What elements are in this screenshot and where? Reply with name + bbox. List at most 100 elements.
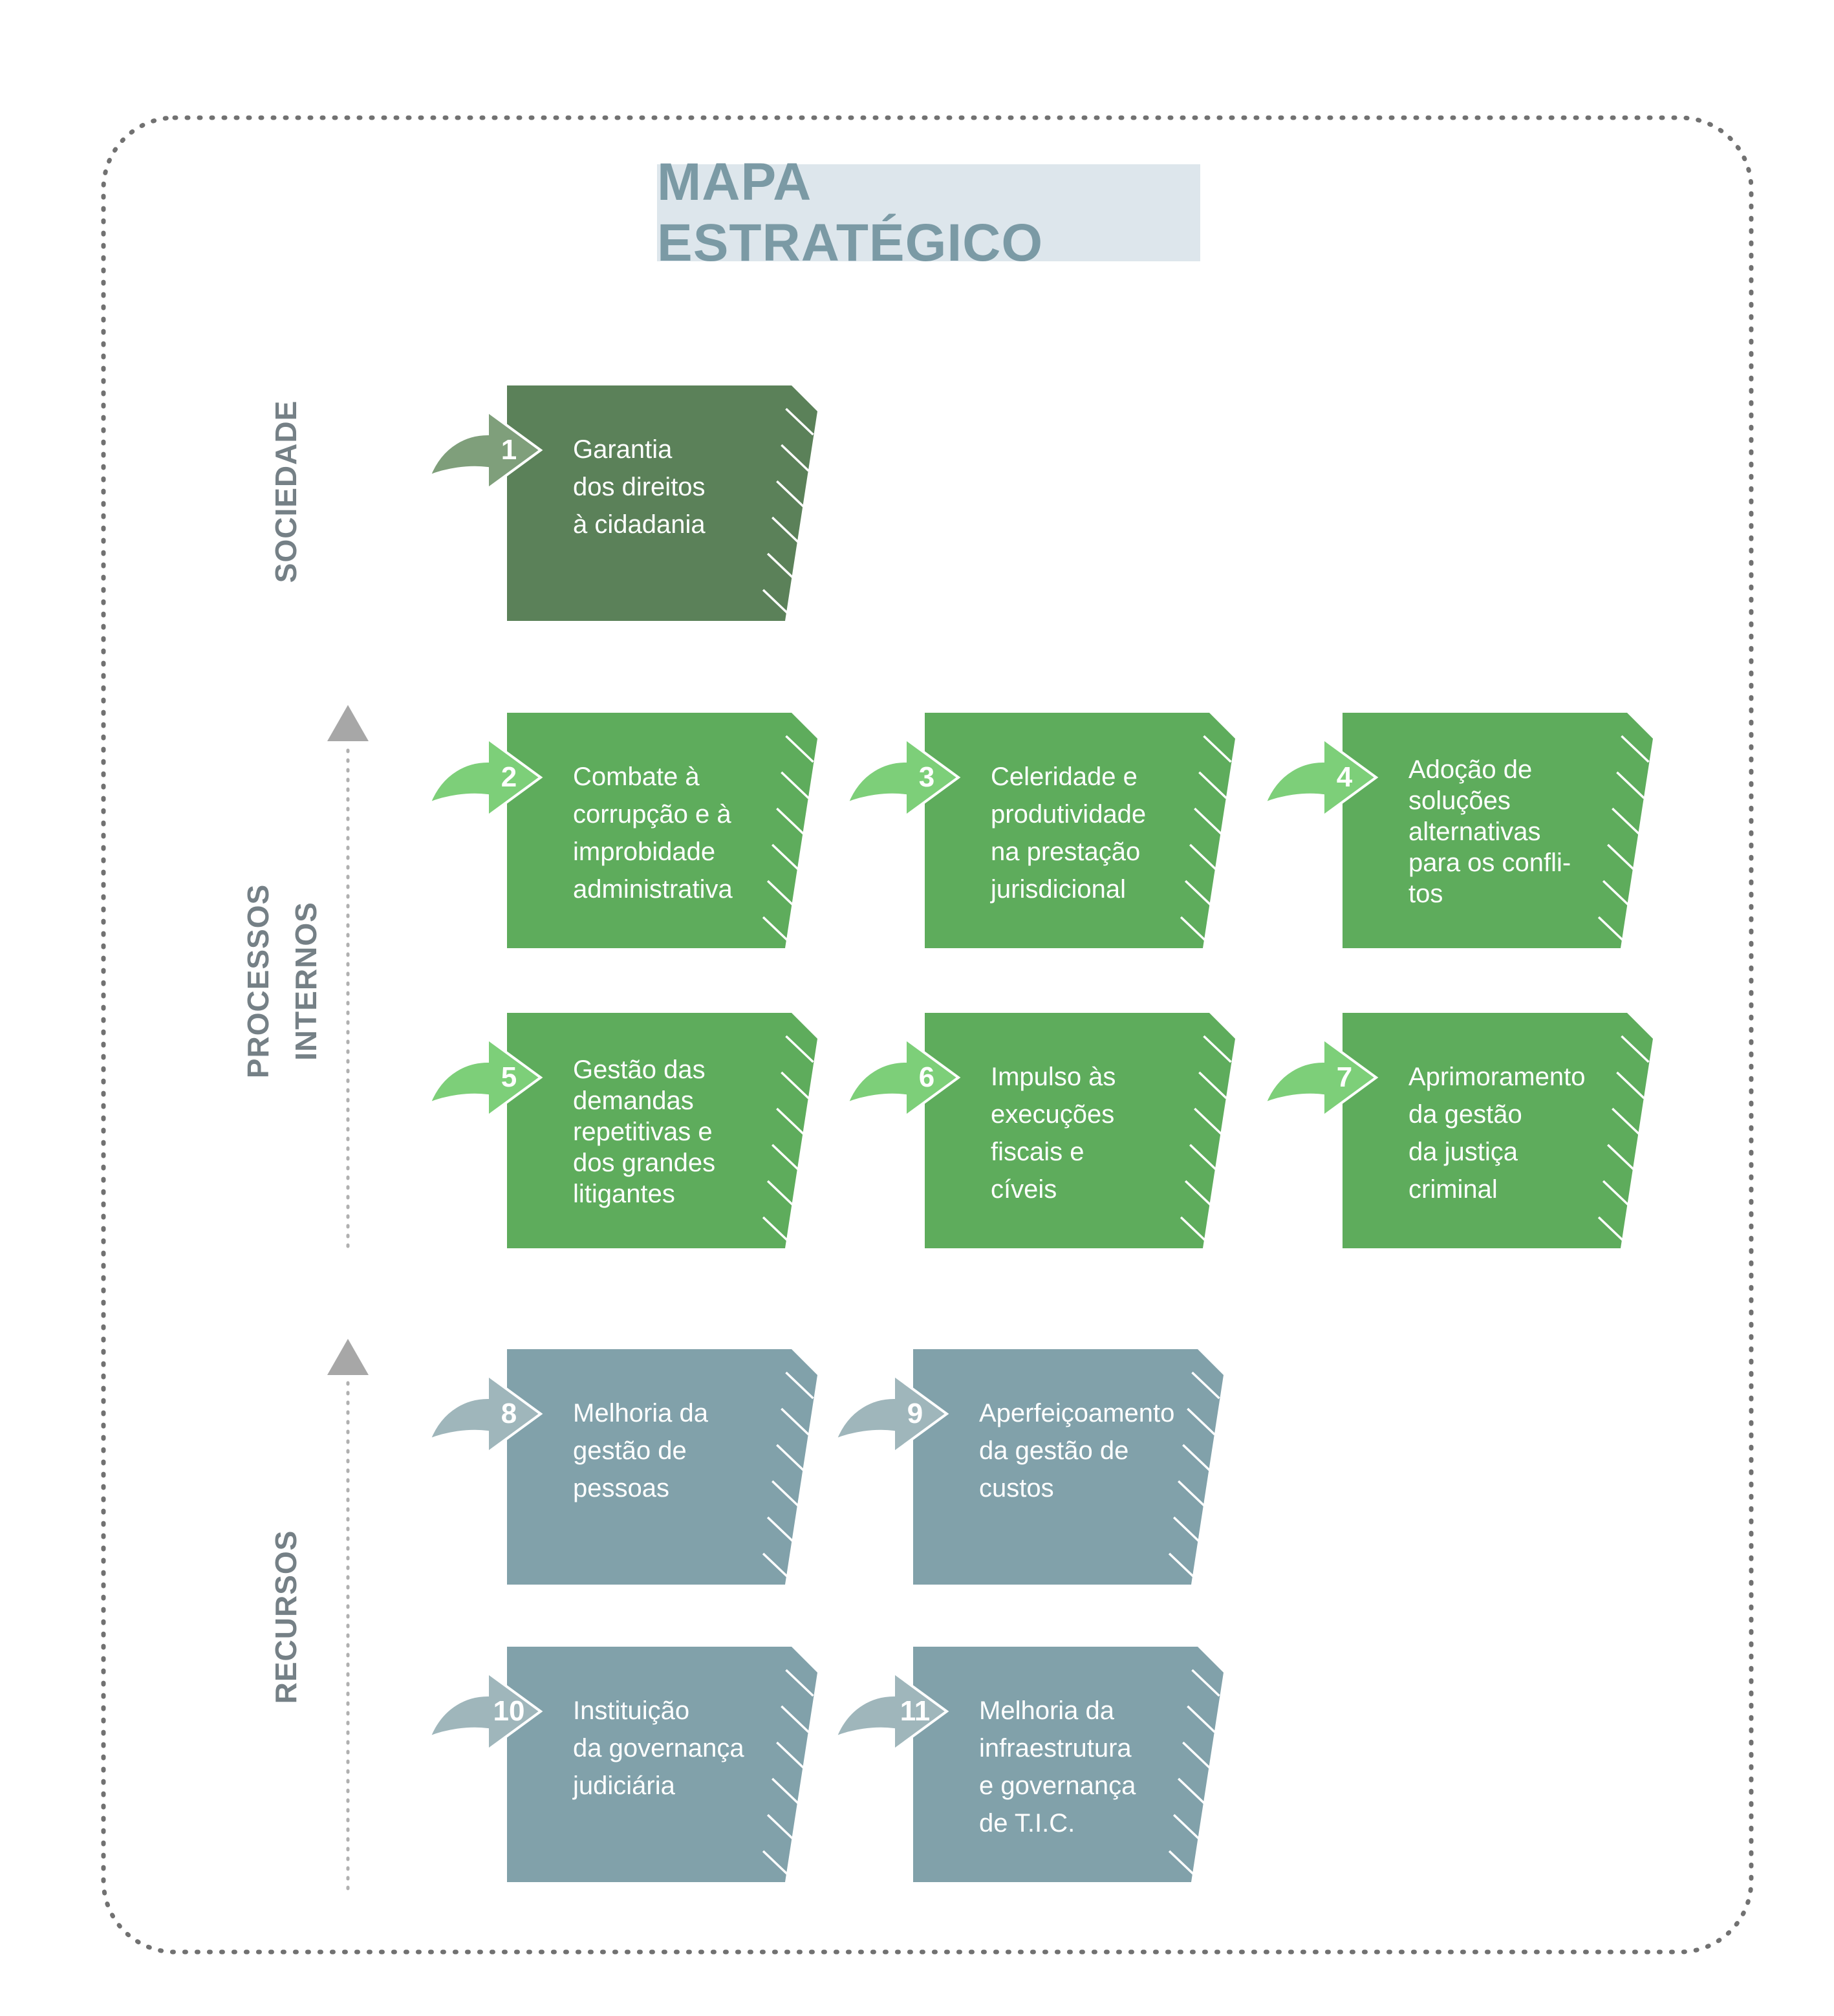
objective-number: 5 xyxy=(501,1061,517,1093)
objective-box xyxy=(1343,713,1653,948)
arrow-badge xyxy=(427,1670,543,1753)
perforation-tick xyxy=(771,1143,801,1172)
perspective-label-line: PROCESSOS xyxy=(241,883,275,1079)
objective-label-line: pessoas xyxy=(573,1474,669,1502)
objective-shape xyxy=(427,385,817,621)
perforation-tick xyxy=(781,444,810,472)
perforation-tick xyxy=(1182,1444,1211,1472)
perspective-label-recursos: RECURSOS xyxy=(262,1530,310,1704)
objective-label-line: Melhoria da xyxy=(573,1399,709,1427)
objective-label-line: Aprimoramento xyxy=(1408,1063,1586,1091)
objective-label-line: tos xyxy=(1408,880,1443,908)
perforation-tick xyxy=(785,407,814,436)
objective-number: 6 xyxy=(918,1061,935,1093)
objective-label-line: Garantia xyxy=(573,435,673,464)
objective-label-line: Combate à xyxy=(573,763,700,791)
objective-label-line: Adoção de xyxy=(1408,755,1533,784)
perforation-tick xyxy=(776,1741,805,1770)
perspective-label-line: RECURSOS xyxy=(269,1530,303,1704)
objective-box xyxy=(507,1013,817,1248)
perforation-tick xyxy=(785,1035,814,1063)
objective-label-line: Gestão das xyxy=(573,1056,706,1084)
perforation-tick xyxy=(1621,1035,1650,1063)
perforation-tick xyxy=(1607,843,1636,872)
perforation-tick xyxy=(1178,1777,1207,1806)
objective-shape xyxy=(427,713,817,948)
objective-number: 1 xyxy=(501,434,517,466)
perforation-tick xyxy=(1621,735,1650,763)
arrow-badge xyxy=(427,736,543,819)
objective-label-line: cíveis xyxy=(991,1175,1057,1204)
objective-box xyxy=(925,1013,1235,1248)
perforation-tick xyxy=(1597,1216,1627,1244)
arrow-badge xyxy=(833,1372,949,1455)
perforation-tick xyxy=(1180,916,1209,944)
perforation-tick xyxy=(1597,916,1627,944)
perforation-tick xyxy=(762,1850,792,1878)
objective-shape xyxy=(1262,713,1653,948)
perforation-tick xyxy=(1184,1180,1214,1208)
perforation-tick xyxy=(1203,1035,1232,1063)
perforation-tick xyxy=(1602,880,1632,908)
objective-label-line: soluções xyxy=(1408,786,1511,815)
perforation-tick xyxy=(771,1777,801,1806)
arrow-badge xyxy=(427,1036,543,1119)
objective-label-line: jurisdicional xyxy=(991,875,1126,904)
perforation-tick xyxy=(1172,1516,1202,1545)
perforation-tick xyxy=(781,771,810,799)
objective-number: 11 xyxy=(900,1695,931,1727)
perforation-tick xyxy=(1184,880,1214,908)
perforation-tick xyxy=(1168,1552,1198,1581)
perforation-tick xyxy=(1178,1480,1207,1508)
arrow-badge xyxy=(1262,736,1379,819)
objective-shape xyxy=(427,1647,817,1882)
perforation-tick xyxy=(1198,1071,1227,1100)
perforation-tick xyxy=(776,807,805,836)
perforation-tick xyxy=(1612,1107,1641,1136)
objective-box xyxy=(507,1349,817,1585)
perspective-label-line: SOCIEDADE xyxy=(269,400,303,583)
objective-label-line: para os confli- xyxy=(1408,849,1571,877)
title-box: MAPA ESTRATÉGICO xyxy=(657,153,1200,272)
perforation-tick xyxy=(766,880,796,908)
perforation-tick xyxy=(1602,1180,1632,1208)
objective-label-line: improbidade xyxy=(573,838,716,866)
arrow-badge xyxy=(427,409,543,492)
objective-box xyxy=(925,713,1235,948)
perforation-tick xyxy=(1189,843,1218,872)
objective-number: 4 xyxy=(1336,761,1353,793)
arrow-badge xyxy=(833,1670,949,1753)
perforation-tick xyxy=(1194,807,1223,836)
perforation-tick xyxy=(785,735,814,763)
perforation-tick xyxy=(771,843,801,872)
objective-shape xyxy=(427,1013,817,1248)
arrow-badge xyxy=(845,1036,961,1119)
objective-label-line: litigantes xyxy=(573,1180,675,1208)
objective-label-line: criminal xyxy=(1408,1175,1498,1204)
perforation-tick xyxy=(1187,1407,1216,1436)
arrow-badge xyxy=(845,736,961,819)
perforation-tick xyxy=(1607,1143,1636,1172)
objective-number: 3 xyxy=(918,761,935,793)
perforation-tick xyxy=(781,1071,810,1100)
arrow-badge xyxy=(427,1372,543,1455)
perforation-tick xyxy=(776,1107,805,1136)
objective-label-line: judiciária xyxy=(573,1772,675,1800)
objective-number: 10 xyxy=(493,1695,525,1727)
perforation-tick xyxy=(776,480,805,508)
perforation-tick xyxy=(781,1705,810,1733)
dotted-border xyxy=(101,115,1754,1955)
guide-arrowhead-recursos xyxy=(327,1339,369,1375)
objective-label-line: dos direitos xyxy=(573,473,706,501)
objective-label-line: da justiça xyxy=(1408,1138,1518,1166)
objective-label-line: Celeridade e xyxy=(991,763,1138,791)
